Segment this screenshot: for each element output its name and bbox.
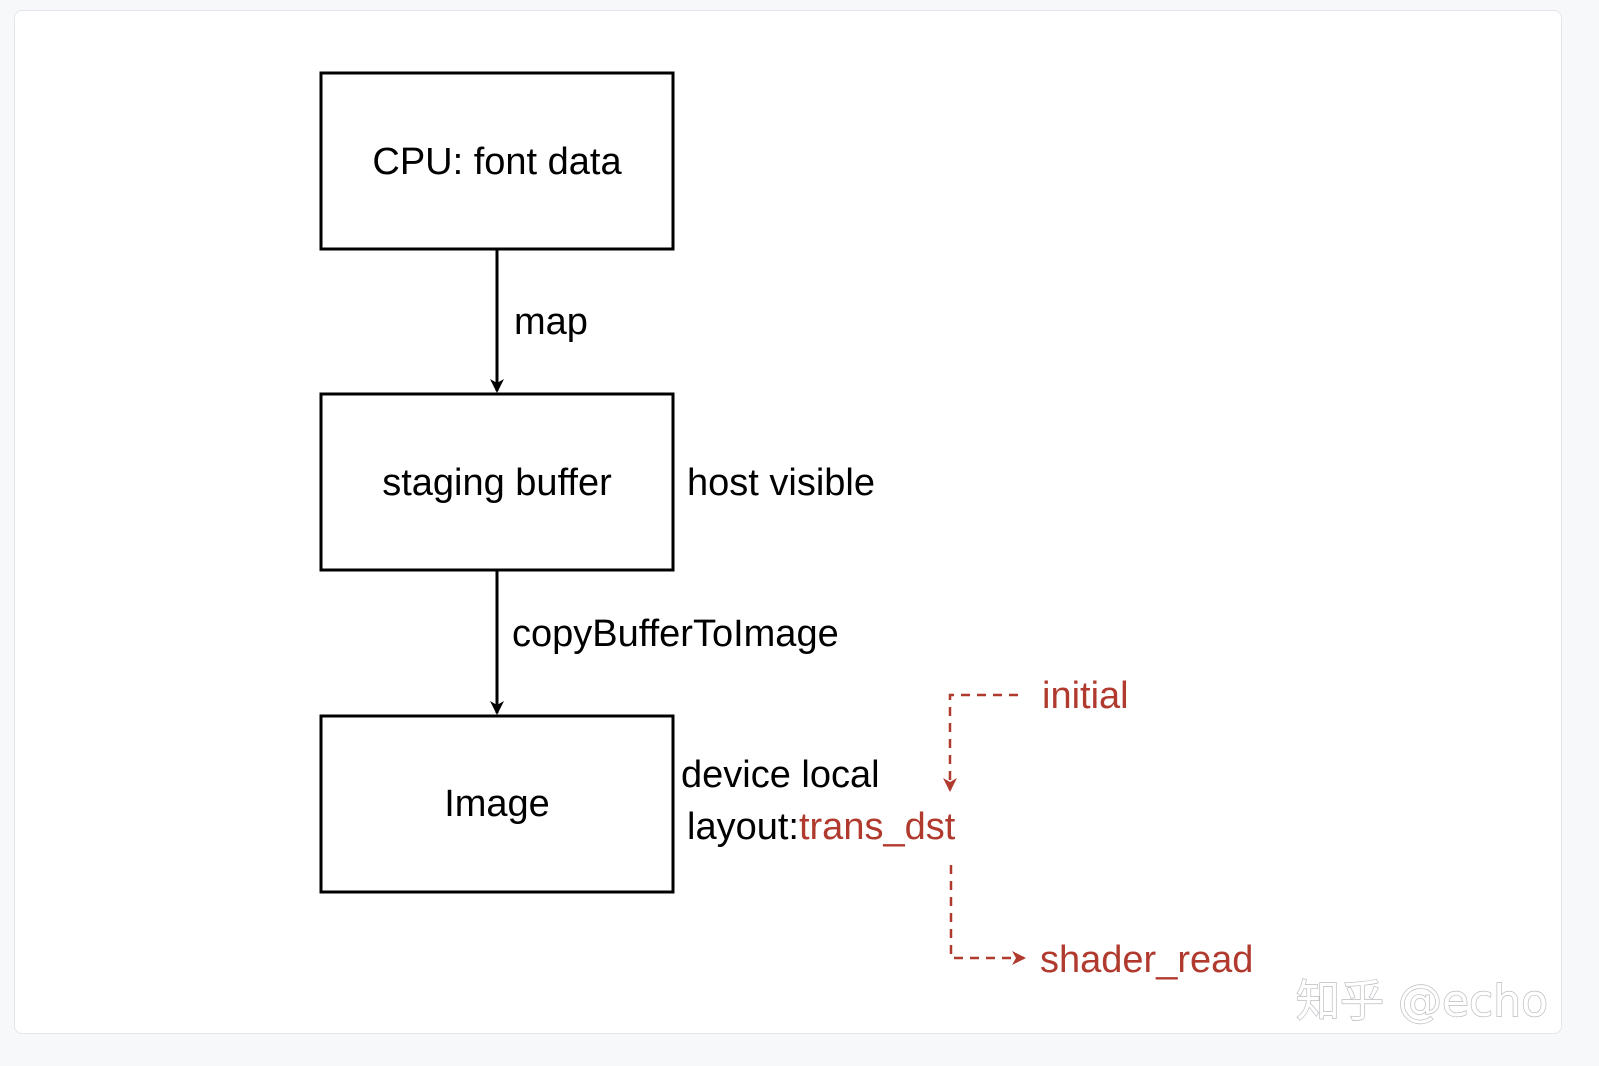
host-visible-label: host visible	[687, 462, 875, 504]
layout-value: trans_dst	[799, 806, 956, 848]
shader-read-label: shader_read	[1040, 939, 1253, 981]
node-image-label: Image	[444, 783, 550, 825]
initial-transition-arrow	[943, 693, 1018, 792]
edge-map-label: map	[514, 301, 588, 343]
device-local-label: device local	[681, 754, 880, 796]
node-cpu-font-data: CPU: font data	[319, 71, 675, 251]
layout-line: layout:trans_dst	[687, 806, 956, 848]
node-staging-label: staging buffer	[382, 462, 612, 504]
zhihu-watermark: 知乎 @echo	[1296, 976, 1548, 1027]
node-cpu-label: CPU: font data	[372, 141, 622, 183]
diagram-card	[14, 10, 1562, 1034]
layout-prefix: layout:	[687, 806, 799, 848]
edge-copy-label: copyBufferToImage	[512, 613, 839, 655]
initial-label: initial	[1042, 675, 1129, 717]
node-image: Image	[319, 714, 675, 894]
node-staging-buffer: staging buffer	[319, 392, 675, 572]
shader-read-transition-arrow	[949, 865, 1026, 965]
